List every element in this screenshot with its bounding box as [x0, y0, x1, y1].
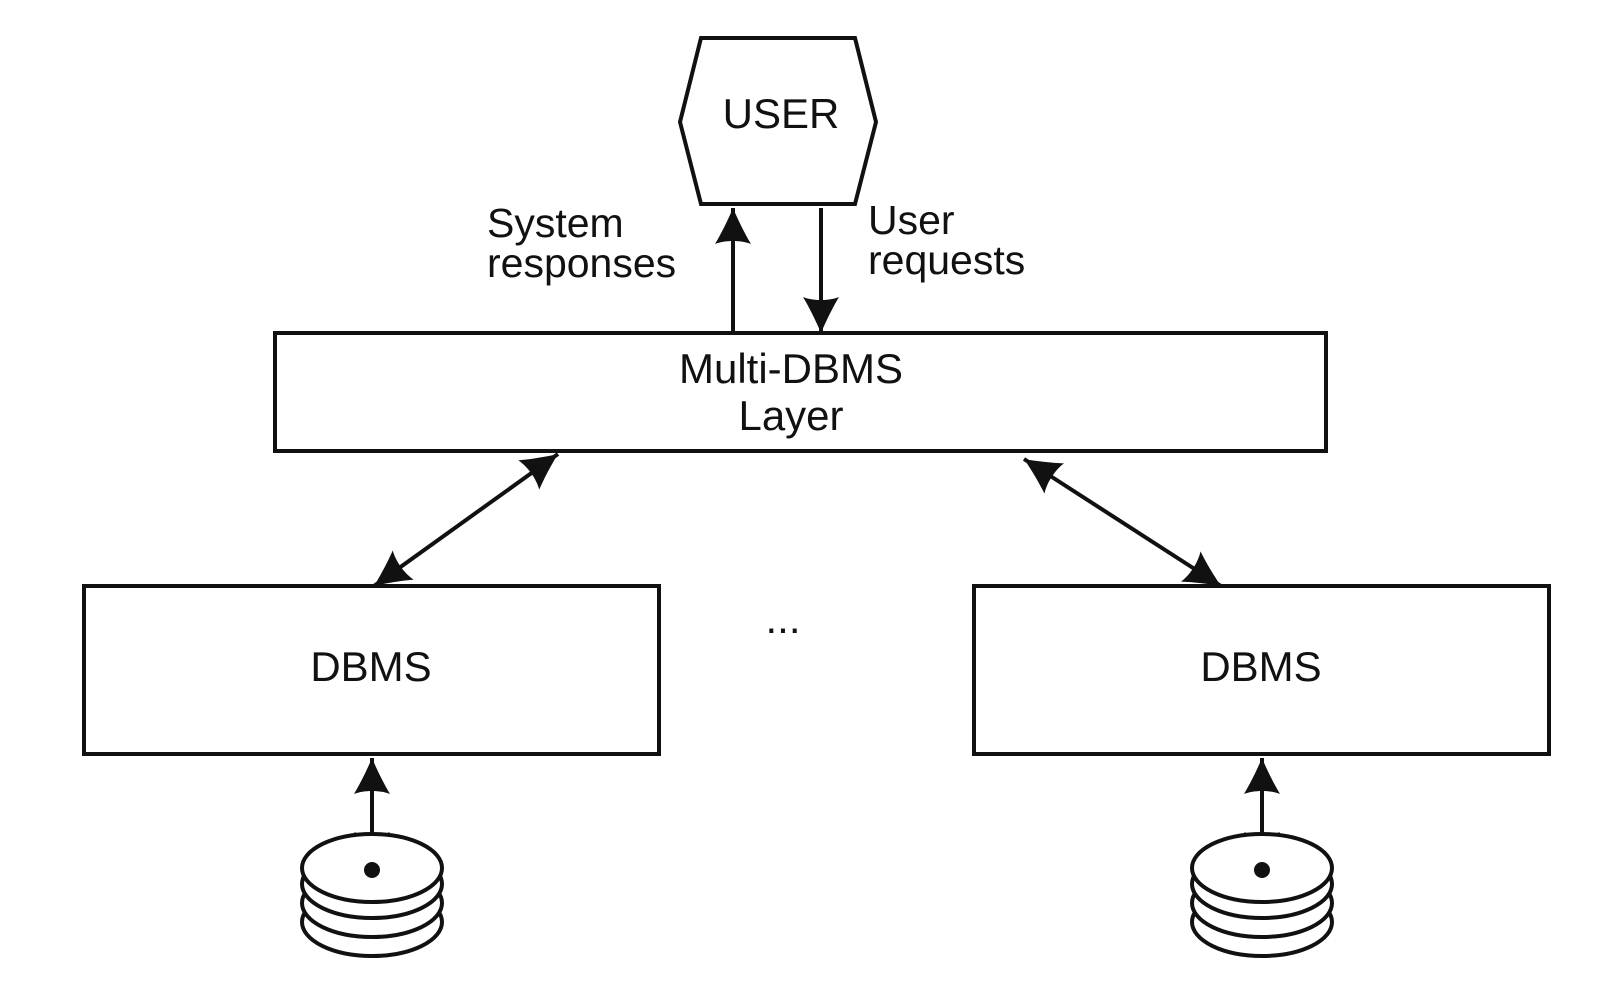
dbms-right-label: DBMS	[1200, 643, 1321, 690]
multi-dbms-layer-label-line1: Multi-DBMS	[679, 345, 903, 392]
layer-to-left-dbms-arrow	[372, 452, 560, 588]
user-node: USER	[677, 36, 879, 206]
user-requests-label-line2: requests	[868, 237, 1025, 283]
layer-to-right-dbms-arrow	[1022, 457, 1223, 588]
multi-dbms-layer-box	[273, 331, 1328, 453]
user-label: USER	[723, 90, 840, 137]
disk-stack-icon	[300, 832, 444, 958]
dbms-left-box	[82, 584, 661, 756]
user-hexagon-shape	[677, 36, 879, 206]
multi-dbms-layer-node: Multi-DBMS Layer	[273, 331, 1328, 453]
dbms-left-node: DBMS	[82, 584, 661, 756]
dbms-left-label: DBMS	[310, 643, 431, 690]
dbms-right-node: DBMS	[972, 584, 1551, 756]
multi-dbms-layer-label-line2: Layer	[738, 392, 843, 439]
dbms-right-box	[972, 584, 1551, 756]
more-dbms-ellipsis: ...	[765, 595, 800, 642]
system-responses-label-line1: System	[487, 200, 624, 246]
disk-stack-icon	[1190, 832, 1334, 958]
system-responses-label-line2: responses	[487, 240, 676, 286]
user-requests-label-line1: User	[868, 197, 955, 243]
